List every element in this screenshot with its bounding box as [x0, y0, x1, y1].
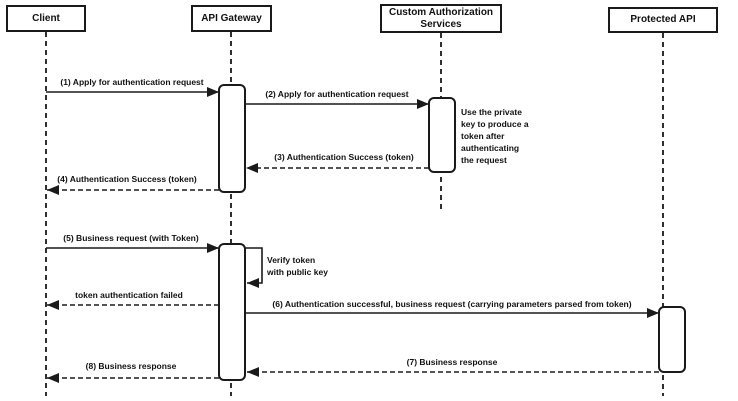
message-label-4: (4) Authentication Success (token): [57, 174, 197, 184]
message-label-1: (1) Apply for authentication request: [60, 77, 204, 87]
actor-api-gateway: API Gateway: [191, 5, 272, 32]
self-message-verify-token-line: [245, 247, 263, 288]
message-label-7: (7) Business response: [406, 357, 498, 367]
message-label-5: (5) Business request (with Token): [63, 233, 199, 243]
note-verify-token: Verify token with public key: [267, 255, 328, 278]
actor-client: Client: [6, 5, 86, 32]
note-use-private-key: Use the private key to produce a token a…: [461, 107, 529, 166]
activation-bar-protected-api: [658, 306, 686, 373]
message-label-3: (3) Authentication Success (token): [274, 152, 414, 162]
activation-bar-api-gateway-1: [218, 84, 246, 193]
message-label-6: (6) Authentication successful, business …: [272, 299, 632, 309]
message-label-token-failed: token authentication failed: [75, 290, 183, 300]
message-label-2: (2) Apply for authentication request: [265, 89, 409, 99]
message-label-8: (8) Business response: [85, 361, 177, 371]
activation-bar-custom-authorization: [428, 97, 456, 173]
activation-bar-api-gateway-2: [218, 243, 246, 381]
actor-custom-authorization-services: Custom Authorization Services: [380, 4, 502, 33]
actor-protected-api: Protected API: [608, 7, 718, 33]
